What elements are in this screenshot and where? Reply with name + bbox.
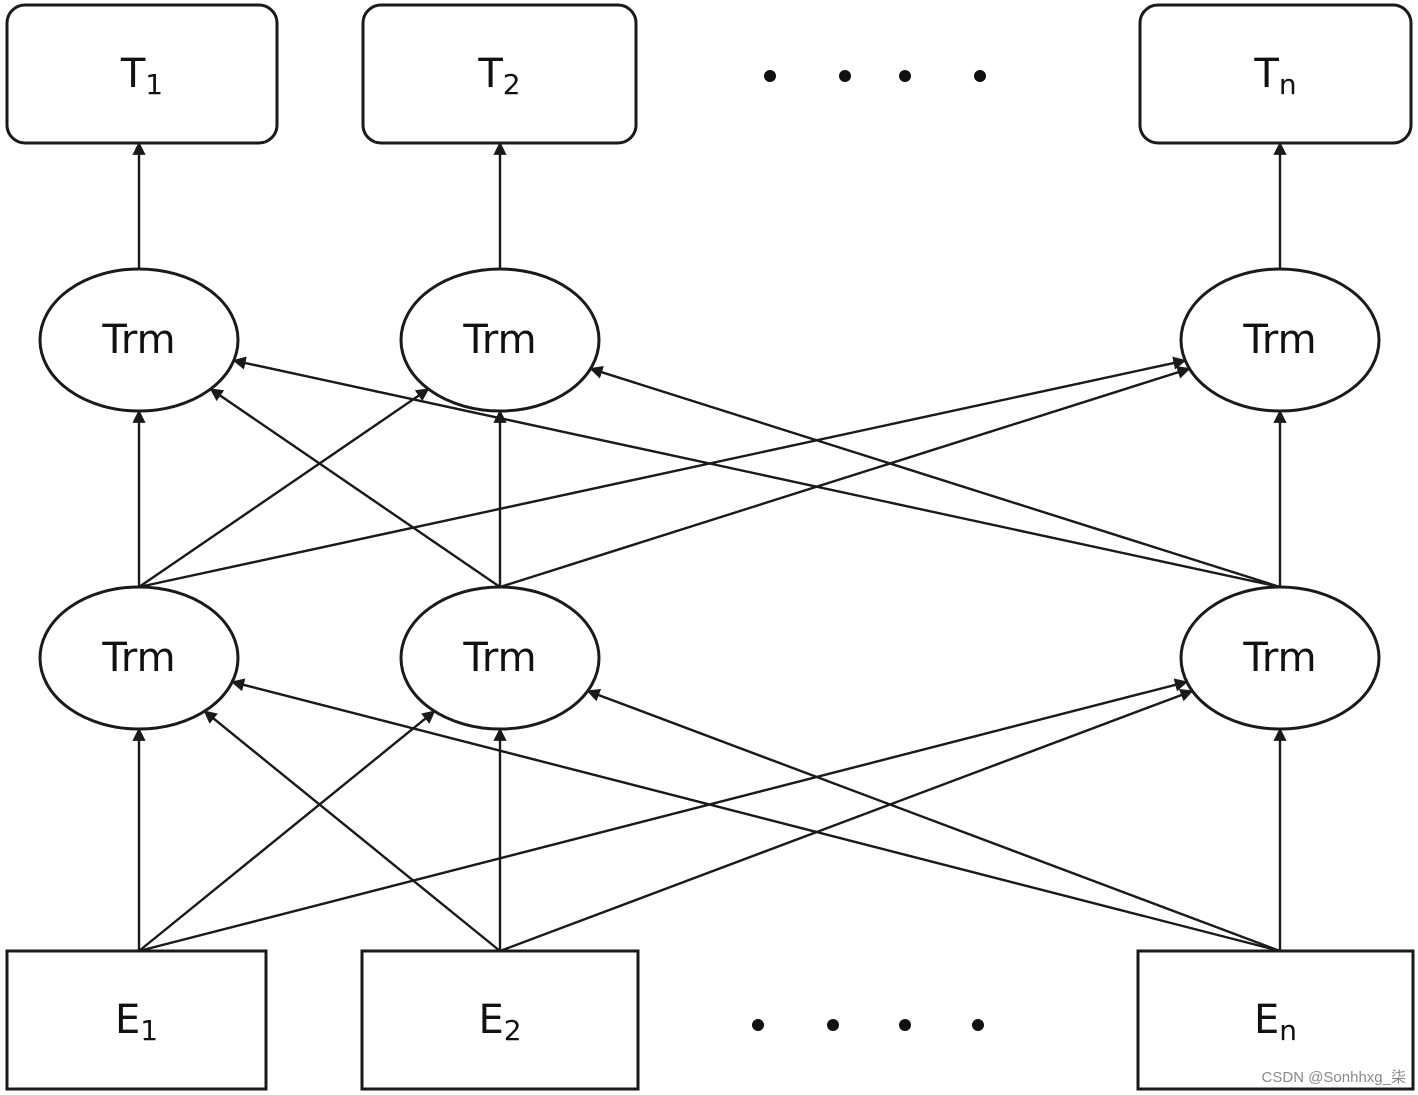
output-box-2 (361, 3, 638, 145)
output-label-3: Tn (1253, 51, 1296, 101)
arrow-input-1-to-layer1-2 (138, 710, 436, 952)
output-label-2-subscript: 2 (503, 68, 521, 101)
arrow-input-1-to-layer1-3 (138, 678, 1189, 953)
output-box-1 (5, 3, 279, 145)
output-label-2-letter: T (477, 51, 503, 97)
input-label-3: En (1254, 997, 1297, 1047)
watermark: CSDN @Sonhhxg_柒 (1261, 1069, 1406, 1086)
input-label-2-subscript: 2 (504, 1014, 522, 1047)
arrow-layer1-2-to-layer2-1 (209, 388, 501, 588)
input-ellipsis-dot-3 (899, 1019, 911, 1031)
input-label-1-letter: E (115, 997, 140, 1043)
input-label-2-letter: E (478, 997, 503, 1043)
input-ellipsis-dot-2 (827, 1019, 839, 1031)
output-label-1: T1 (120, 51, 163, 101)
layer1-trm-node-3 (1179, 585, 1381, 731)
layer2-trm-node-2 (399, 267, 601, 413)
output-ellipsis-dot-1 (764, 70, 776, 82)
arrow-input-2-to-layer1-3 (499, 688, 1194, 953)
connection-arrows (132, 141, 1287, 953)
output-ellipsis-dot-4 (974, 70, 986, 82)
input-label-1: E1 (115, 997, 158, 1047)
layer2-trm-node-1 (38, 267, 240, 413)
input-label-1-subscript: 1 (140, 1014, 158, 1047)
layer2-trm-label-1: Trm (101, 317, 175, 363)
layer1-trm-label-3: Trm (1242, 635, 1316, 681)
input-ellipsis-dot-1 (752, 1019, 764, 1031)
layer1-trm-node-1 (38, 585, 240, 731)
arrow-input-3-to-layer1-1 (230, 678, 1281, 953)
output-label-1-letter: T (120, 51, 146, 97)
arrow-layer1-1-to-layer2-2 (138, 388, 430, 588)
layer1-trm-label-2: Trm (462, 635, 536, 681)
input-label-2: E2 (478, 997, 521, 1047)
input-box-2 (360, 949, 640, 1091)
layer2-trm-node-3 (1179, 267, 1381, 413)
arrow-layer1-3-to-layer2-2 (589, 365, 1281, 589)
layer1-trm-label-1: Trm (101, 635, 175, 681)
input-box-1 (5, 949, 268, 1091)
arrow-layer1-1-to-layer2-3 (138, 356, 1187, 589)
output-label-2: T2 (477, 51, 520, 101)
output-box-3 (1138, 3, 1413, 145)
layer2-trm-label-3: Trm (1242, 317, 1316, 363)
arrow-layer1-3-to-layer2-1 (232, 356, 1281, 589)
input-ellipsis-dot-4 (972, 1019, 984, 1031)
arrow-input-3-to-layer1-2 (586, 688, 1281, 953)
output-ellipsis-dot-2 (839, 70, 851, 82)
input-box-3 (1136, 949, 1415, 1091)
layer1-trm-node-2 (399, 585, 601, 731)
arrow-input-2-to-layer1-1 (203, 710, 501, 952)
output-label-1-subscript: 1 (145, 68, 163, 101)
output-label-3-letter: T (1253, 51, 1279, 97)
layer2-trm-label-2: Trm (462, 317, 536, 363)
arrow-layer1-2-to-layer2-3 (499, 365, 1191, 589)
input-label-3-subscript: n (1279, 1014, 1297, 1047)
output-ellipsis-dot-3 (899, 70, 911, 82)
input-label-3-letter: E (1254, 997, 1279, 1043)
output-label-3-subscript: n (1279, 68, 1297, 101)
